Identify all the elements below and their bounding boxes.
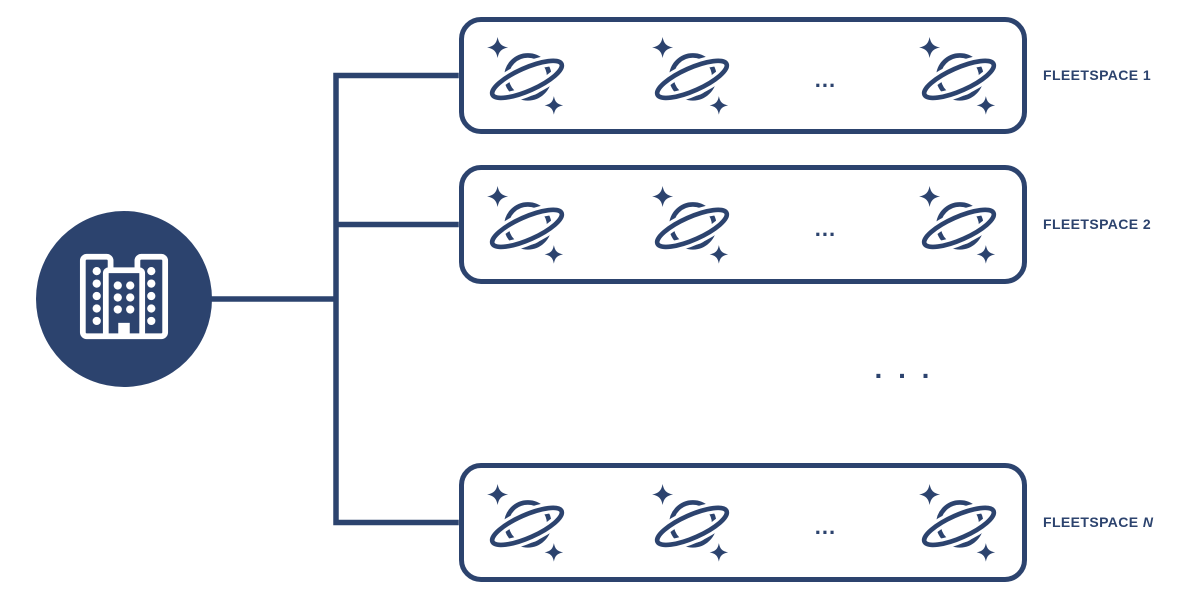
- fleetspace-label-suffix: 1: [1142, 67, 1152, 83]
- fleetspace-box-1: ...: [459, 17, 1027, 134]
- fleetspace-label-prefix: FLEETSPACE: [1043, 514, 1139, 530]
- ringed-planet-icon: [485, 34, 569, 118]
- satellites-ellipsis: ...: [814, 513, 837, 539]
- fleetspace-box-2: ...: [459, 165, 1027, 284]
- ringed-planet-icon: [650, 183, 734, 267]
- fleetspace-n-label: FLEETSPACE N: [1043, 514, 1153, 530]
- satellites-ellipsis: ...: [814, 215, 837, 241]
- fleetspace-1-label: FLEETSPACE 1: [1043, 67, 1151, 83]
- satellites-ellipsis: ...: [814, 66, 837, 92]
- ringed-planet-icon: [917, 34, 1001, 118]
- ringed-planet-icon: [485, 183, 569, 267]
- ringed-planet-icon: [650, 34, 734, 118]
- organization-node: [36, 211, 212, 387]
- buildings-icon: [74, 252, 174, 347]
- fleetspace-label-prefix: FLEETSPACE: [1043, 216, 1139, 232]
- fleetspace-label-suffix: 2: [1142, 216, 1152, 232]
- fleetspace-label-prefix: FLEETSPACE: [1043, 67, 1139, 83]
- fleetspace-box-n: ...: [459, 463, 1027, 582]
- ringed-planet-icon: [917, 481, 1001, 565]
- fleetspace-2-label: FLEETSPACE 2: [1043, 216, 1151, 232]
- ringed-planet-icon: [650, 481, 734, 565]
- ringed-planet-icon: [917, 183, 1001, 267]
- fleetspace-label-suffix: N: [1142, 514, 1154, 530]
- ringed-planet-icon: [485, 481, 569, 565]
- more-fleetspaces-ellipsis: . . .: [874, 353, 934, 384]
